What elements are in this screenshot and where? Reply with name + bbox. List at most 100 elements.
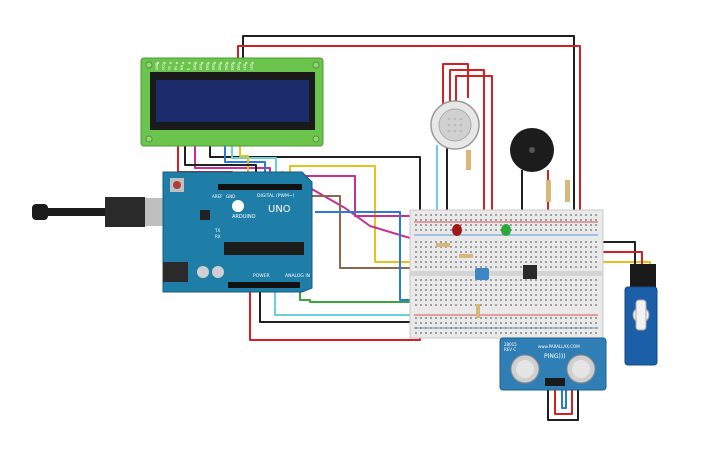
breadboard-hole xyxy=(430,284,432,286)
power-jack xyxy=(163,262,188,282)
breadboard-hole xyxy=(435,261,437,263)
breadboard-hole xyxy=(420,279,422,281)
breadboard-hole xyxy=(545,327,547,329)
breadboard-hole xyxy=(480,299,482,301)
breadboard-hole xyxy=(550,261,552,263)
breadboard-hole xyxy=(415,332,417,334)
breadboard-hole xyxy=(420,266,422,268)
breadboard-hole xyxy=(500,317,502,319)
breadboard-hole xyxy=(525,229,527,231)
breadboard-hole xyxy=(445,304,447,306)
arduino-board: ARDUINO UNO DIGITAL (PWM~) POWER ANALOG … xyxy=(32,171,313,293)
breadboard-hole xyxy=(520,322,522,324)
breadboard-hole xyxy=(525,214,527,216)
breadboard-hole xyxy=(585,224,587,226)
breadboard-hole xyxy=(445,289,447,291)
breadboard-hole xyxy=(480,322,482,324)
breadboard-hole xyxy=(445,299,447,301)
breadboard-hole xyxy=(475,284,477,286)
breadboard-hole xyxy=(470,294,472,296)
breadboard-hole xyxy=(560,299,562,301)
breadboard-hole xyxy=(530,251,532,253)
lcd-pin xyxy=(245,61,248,65)
breadboard-holes xyxy=(415,214,597,334)
breadboard-hole xyxy=(540,261,542,263)
breadboard-hole xyxy=(455,279,457,281)
breadboard-hole xyxy=(470,214,472,216)
breadboard-hole xyxy=(570,304,572,306)
breadboard-hole xyxy=(550,294,552,296)
breadboard-hole xyxy=(530,214,532,216)
breadboard-hole xyxy=(555,229,557,231)
breadboard-hole xyxy=(590,241,592,243)
breadboard-hole xyxy=(545,224,547,226)
breadboard-hole xyxy=(565,332,567,334)
breadboard-hole xyxy=(500,266,502,268)
lcd-pin xyxy=(175,61,179,65)
breadboard-hole xyxy=(425,289,427,291)
breadboard-hole xyxy=(540,266,542,268)
breadboard-hole xyxy=(470,251,472,253)
breadboard-hole xyxy=(560,284,562,286)
breadboard-hole xyxy=(515,261,517,263)
lcd-pin xyxy=(219,61,223,65)
breadboard-hole xyxy=(520,327,522,329)
breadboard-hole xyxy=(415,256,417,258)
breadboard-hole xyxy=(580,317,582,319)
breadboard-hole xyxy=(445,279,447,281)
lcd-pin-label: DB5 xyxy=(224,63,228,70)
breadboard-hole xyxy=(485,304,487,306)
breadboard-hole xyxy=(590,294,592,296)
breadboard-hole xyxy=(505,304,507,306)
breadboard-hole xyxy=(525,322,527,324)
breadboard-hole xyxy=(420,294,422,296)
breadboard-hole xyxy=(485,322,487,324)
breadboard-hole xyxy=(585,251,587,253)
breadboard-hole xyxy=(560,289,562,291)
breadboard-hole xyxy=(565,251,567,253)
breadboard-hole xyxy=(505,219,507,221)
breadboard-hole xyxy=(510,289,512,291)
lcd-pin-label: RW xyxy=(180,64,184,70)
breadboard-hole xyxy=(440,261,442,263)
breadboard-hole xyxy=(550,304,552,306)
breadboard-hole xyxy=(595,317,597,319)
breadboard-hole xyxy=(485,327,487,329)
breadboard-hole xyxy=(490,219,492,221)
breadboard-hole xyxy=(535,289,537,291)
breadboard-hole xyxy=(580,229,582,231)
breadboard-hole xyxy=(545,251,547,253)
breadboard-hole xyxy=(435,294,437,296)
breadboard-hole xyxy=(490,299,492,301)
breadboard-hole xyxy=(510,219,512,221)
breadboard-hole xyxy=(445,229,447,231)
breadboard-hole xyxy=(450,304,452,306)
breadboard-hole xyxy=(570,294,572,296)
breadboard-hole xyxy=(470,241,472,243)
breadboard-hole xyxy=(500,327,502,329)
breadboard-hole xyxy=(475,251,477,253)
lcd-screen xyxy=(156,80,309,122)
breadboard-hole xyxy=(535,251,537,253)
breadboard-hole xyxy=(520,289,522,291)
breadboard-hole xyxy=(450,224,452,226)
breadboard-hole xyxy=(465,289,467,291)
breadboard-hole xyxy=(440,241,442,243)
breadboard-hole xyxy=(445,251,447,253)
breadboard-hole xyxy=(500,289,502,291)
breadboard-hole xyxy=(580,332,582,334)
breadboard-hole xyxy=(465,327,467,329)
breadboard-hole xyxy=(590,261,592,263)
breadboard-hole xyxy=(450,322,452,324)
breadboard-hole xyxy=(505,299,507,301)
breadboard-hole xyxy=(555,241,557,243)
breadboard-hole xyxy=(555,332,557,334)
breadboard-hole xyxy=(485,229,487,231)
breadboard-hole xyxy=(495,317,497,319)
breadboard-hole xyxy=(470,284,472,286)
breadboard-hole xyxy=(460,317,462,319)
breadboard-hole xyxy=(460,327,462,329)
breadboard-hole xyxy=(460,279,462,281)
breadboard-hole xyxy=(540,299,542,301)
breadboard-hole xyxy=(445,224,447,226)
